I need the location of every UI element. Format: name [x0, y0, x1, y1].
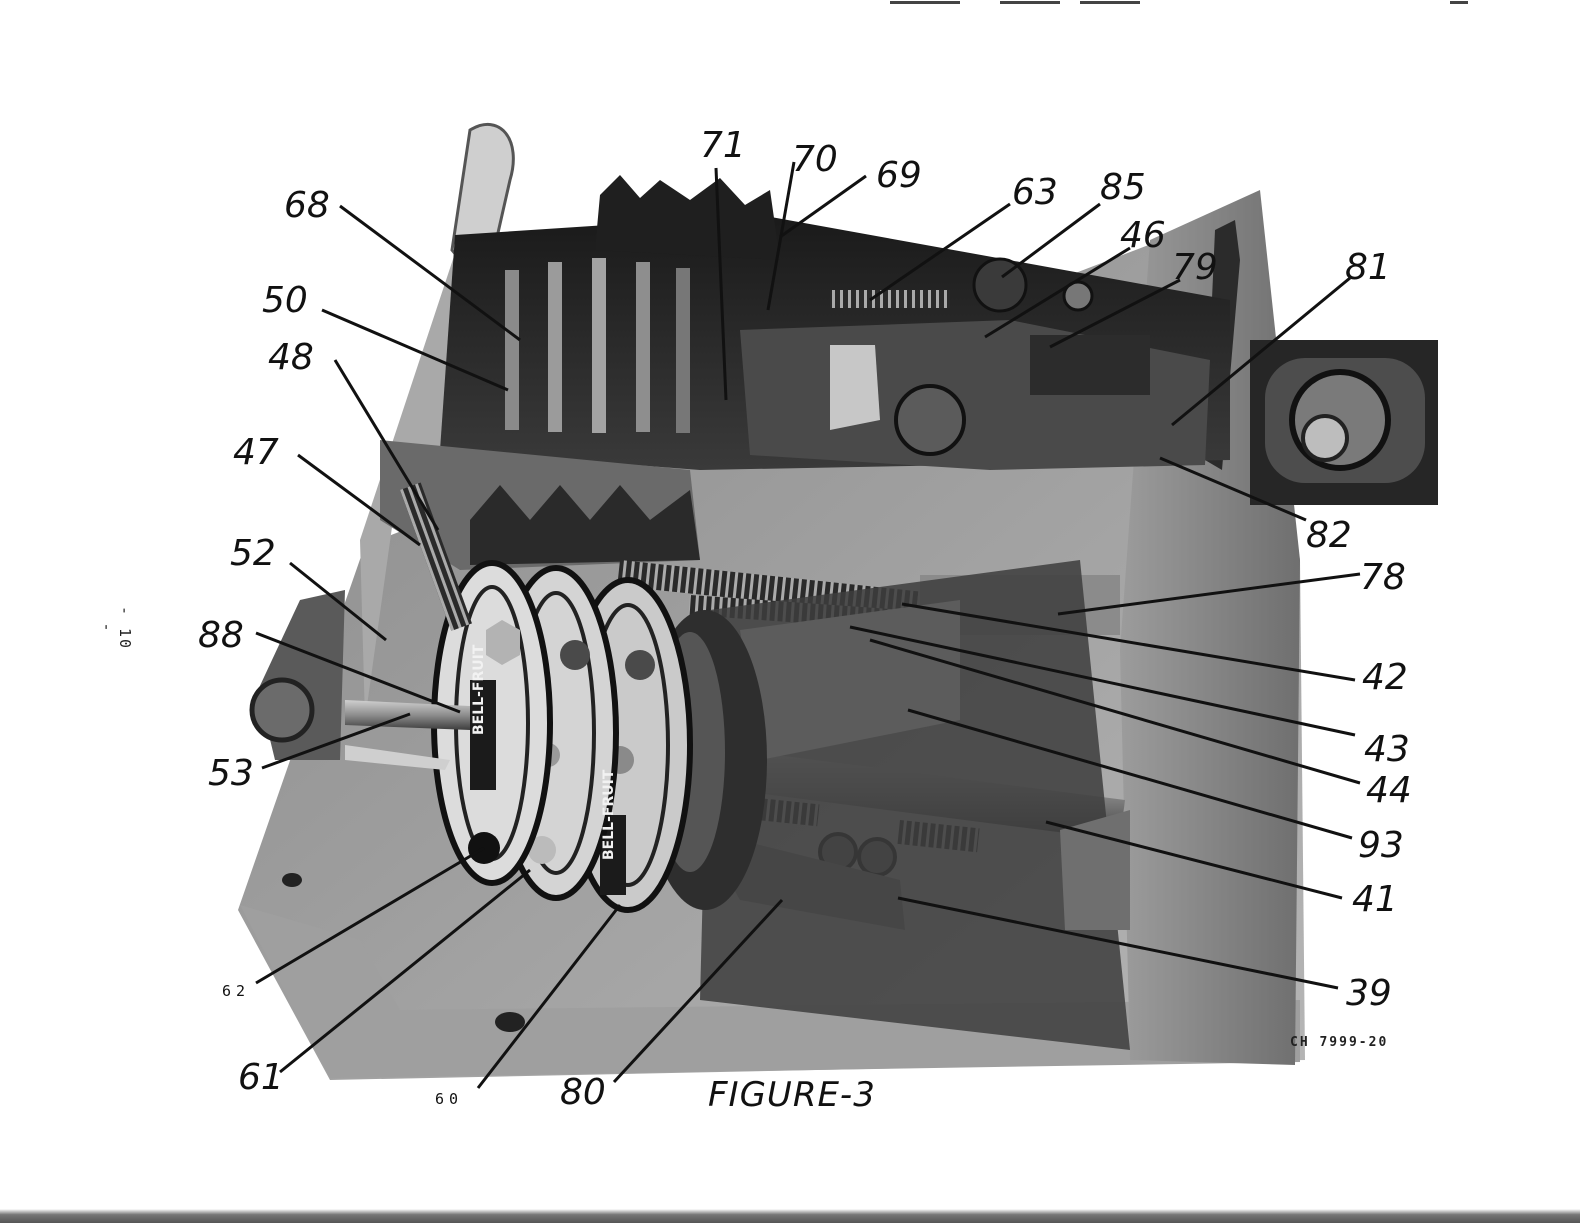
- callout-93: 93: [1358, 828, 1404, 864]
- callout-50: 50: [262, 283, 308, 319]
- callout-63: 63: [1012, 175, 1058, 211]
- upper-mechanism: [440, 175, 1230, 470]
- callout-80: 80: [560, 1075, 606, 1111]
- callout-62: 62: [222, 984, 250, 999]
- right-end-bracket: [1250, 340, 1438, 505]
- callout-42: 42: [1362, 660, 1408, 696]
- callout-88: 88: [198, 618, 244, 654]
- callout-52: 52: [230, 536, 276, 572]
- callout-44: 44: [1366, 773, 1412, 809]
- callout-68: 68: [284, 188, 330, 224]
- callout-69: 69: [876, 158, 922, 194]
- callout-60: 60: [435, 1092, 463, 1107]
- figure-caption: FIGURE-3: [708, 1075, 876, 1115]
- callout-41: 41: [1352, 882, 1398, 918]
- reel-brand-label-left: BELL-FRUIT: [471, 644, 487, 735]
- callout-85: 85: [1100, 170, 1146, 206]
- callout-47: 47: [233, 435, 279, 471]
- callout-81: 81: [1345, 250, 1391, 286]
- catalog-number: CH 7999-20: [1290, 1035, 1388, 1050]
- scan-bottom-edge: [0, 1209, 1580, 1223]
- callout-46: 46: [1120, 218, 1166, 254]
- callout-71: 71: [700, 128, 746, 164]
- side-page-number: - 10 -: [98, 598, 134, 658]
- callout-61: 61: [238, 1060, 284, 1096]
- callout-43: 43: [1364, 732, 1410, 768]
- callout-39: 39: [1346, 976, 1392, 1012]
- callout-48: 48: [268, 340, 314, 376]
- callout-53: 53: [208, 756, 254, 792]
- callout-78: 78: [1360, 560, 1406, 596]
- callout-79: 79: [1172, 250, 1218, 286]
- callout-82: 82: [1306, 518, 1352, 554]
- reel-brand-label-right: BELL-FRUIT: [601, 769, 617, 860]
- callout-70: 70: [792, 142, 838, 178]
